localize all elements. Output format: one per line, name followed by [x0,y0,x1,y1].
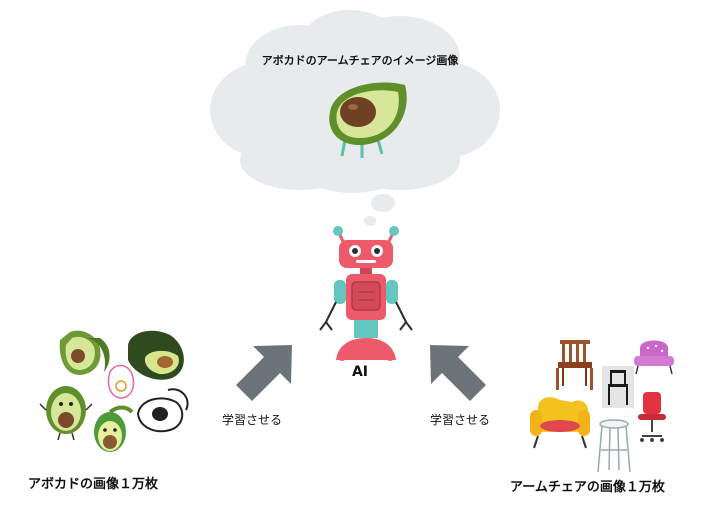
learn-label-left: 学習させる [222,413,283,427]
avocado-sketch-icon [136,388,189,433]
learn-label-right: 学習させる [430,413,491,427]
cloud-title: アボカドのアームチェアのイメージ画像 [261,54,459,67]
pink-armchair-icon [634,340,674,375]
avocado-character-left-icon [39,386,93,441]
avocado-outline-icon [107,364,135,399]
wooden-chair-icon [556,340,593,390]
avocado-whole-icon [128,330,184,380]
chair-caption: アームチェアの画像１万枚 [510,480,665,495]
robot-label: AI [351,364,369,380]
office-chair-icon [638,392,666,442]
thought-bubble-dots [364,194,395,226]
avocado-character-center-icon [94,405,134,452]
white-stool-icon [597,419,631,473]
avocado-half-icon [59,330,110,375]
avocado-caption: アボカドの画像１万枚 [28,477,159,492]
yellow-armchair-icon [530,397,590,449]
black-chair-icon [602,366,634,408]
